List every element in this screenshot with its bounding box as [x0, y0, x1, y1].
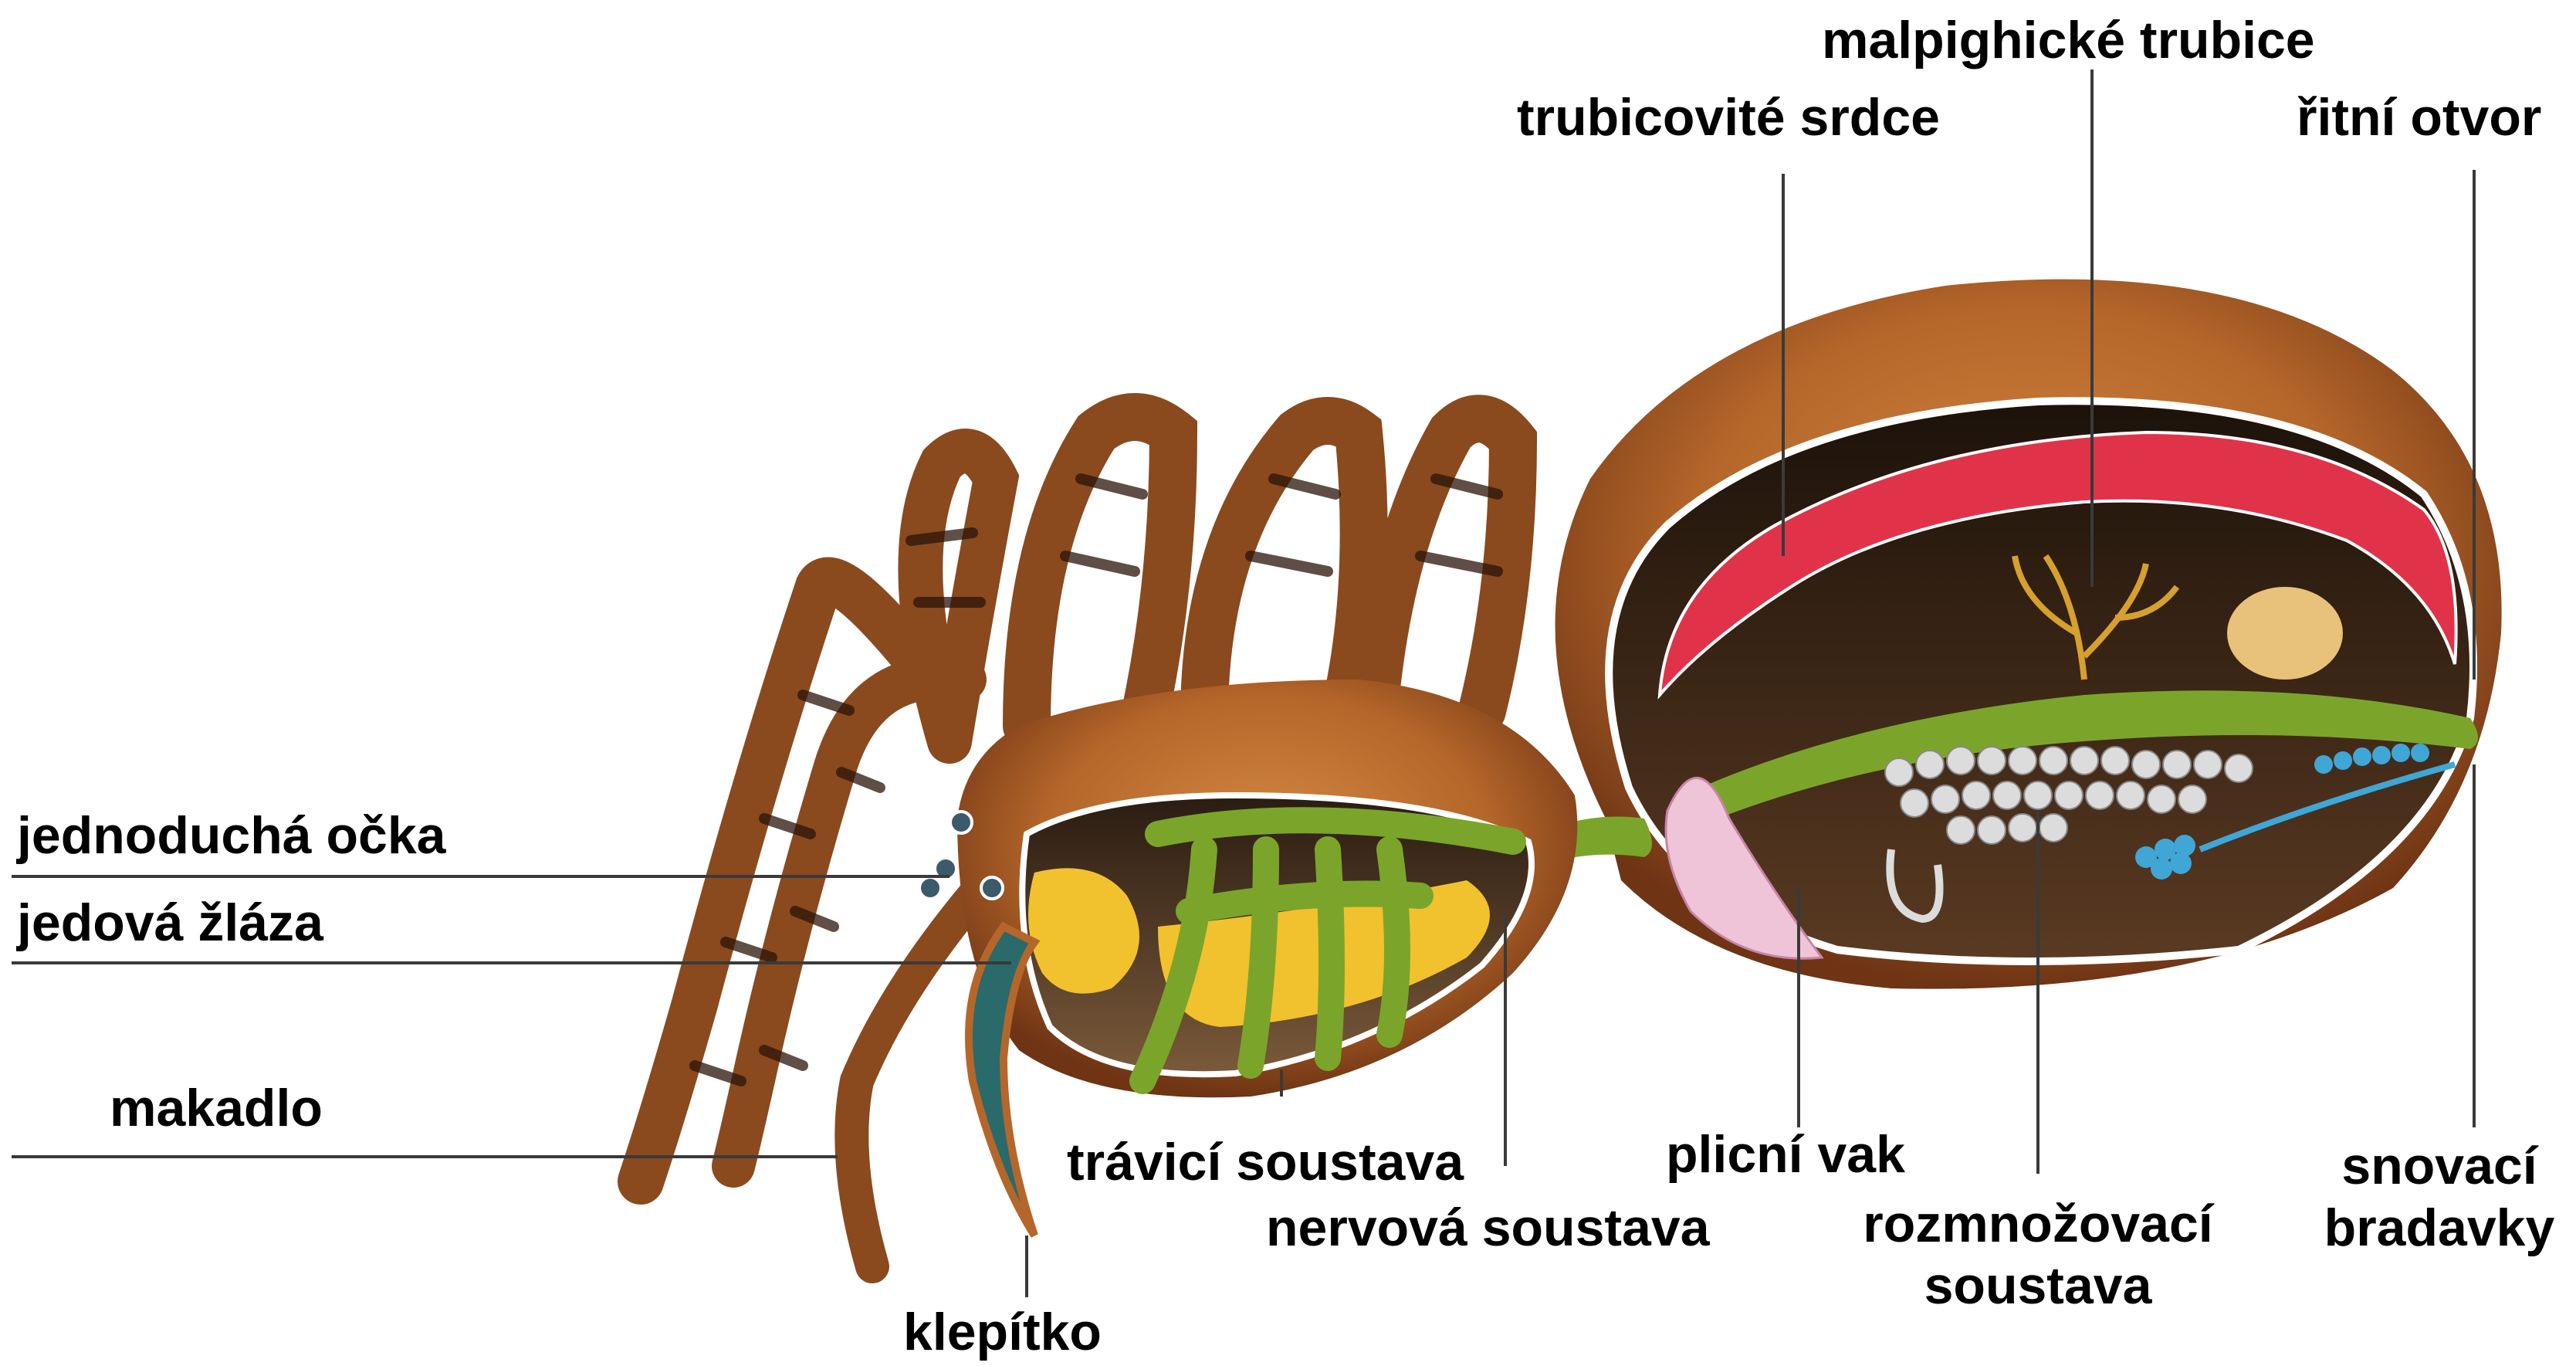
label-nervous-system: nervová soustava	[1266, 1197, 1710, 1259]
label-malpighian-tubules: malpighické trubice	[1822, 9, 2315, 71]
label-venom-gland: jedová žláza	[17, 892, 323, 954]
label-anus: řitní otvor	[2297, 86, 2541, 148]
anal-gland	[2227, 587, 2343, 680]
label-tubular-heart: trubicovité srdce	[1517, 86, 1940, 148]
label-reproductive-line2: soustava	[1837, 1255, 2239, 1317]
label-reproductive-system: rozmnožovací soustava	[1837, 1193, 2239, 1317]
leg-3	[1204, 421, 1364, 718]
label-chelicera: klepítko	[903, 1301, 1102, 1363]
label-book-lung: plicní vak	[1666, 1124, 1905, 1185]
label-reproductive-line1: rozmnožovací	[1837, 1193, 2239, 1255]
leg-2	[1027, 417, 1173, 726]
label-spinnerets-line1: snovací	[2300, 1135, 2576, 1197]
label-spinnerets-line2: bradavky	[2300, 1197, 2576, 1259]
label-simple-eyes: jednoduchá očka	[17, 805, 445, 866]
pedipalp-leg	[851, 888, 980, 1266]
label-spinnerets: snovací bradavky	[2300, 1135, 2576, 1259]
label-pedipalp: makadlo	[110, 1077, 323, 1139]
label-digestive-system: trávicí soustava	[1067, 1131, 1464, 1193]
